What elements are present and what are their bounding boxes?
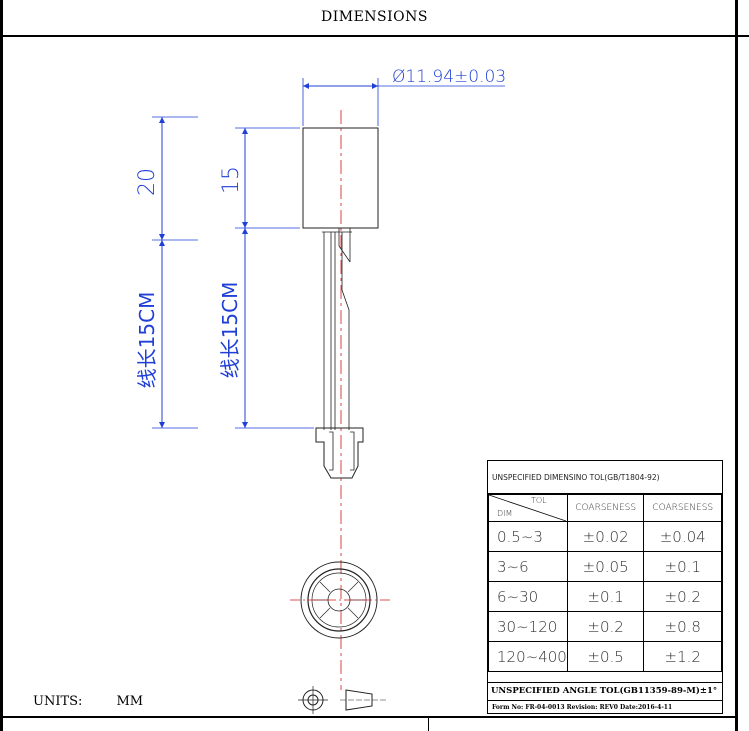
page-title: DIMENSIONS <box>321 9 428 25</box>
table-row: 0.5~3 ±0.02 ±0.04 <box>488 521 722 552</box>
frame-left-border <box>0 0 3 731</box>
dim-range-cell: 3~6 <box>488 551 568 582</box>
tolerance-cell: ±0.02 <box>566 521 645 552</box>
dimension-15-label: 15 <box>219 166 244 194</box>
dim-range-cell: 6~30 <box>488 581 568 612</box>
tolerance-cell: ±0.1 <box>643 551 722 582</box>
corner-dim-label: DIM <box>497 509 513 518</box>
tolerance-cell: ±0.8 <box>643 611 722 642</box>
plug-housing <box>315 427 364 479</box>
tolerance-cell: ±0.04 <box>643 521 722 552</box>
dim-range-cell: 30~120 <box>488 611 568 642</box>
units-value: MM <box>116 694 144 709</box>
latch-tip <box>338 245 351 263</box>
corner-tol-label: TOL <box>531 496 547 505</box>
dimension-20-label: 20 <box>135 168 160 196</box>
tolerance-table: UNSPECIFIED DIMENSINO TOL(GB/T1804-92) T… <box>487 460 723 714</box>
header-bar: DIMENSIONS <box>0 0 749 37</box>
dimension-diameter-label: Ø11.94±0.03 <box>392 67 506 87</box>
projection-symbol-cone <box>345 689 373 711</box>
tolerance-cell: ±0.05 <box>566 551 645 582</box>
frame-right-border <box>735 0 738 731</box>
dim-range-cell: 0.5~3 <box>488 521 568 552</box>
plug-inner <box>329 431 355 471</box>
connector-body <box>302 127 379 229</box>
form-info-note: Form No: FR-04-0013 Revision: REV0 Date:… <box>488 700 722 714</box>
tolerance-corner-cell: TOL DIM <box>488 494 568 522</box>
angle-tolerance-note: UNSPECIFIED ANGLE TOL(GB11359-89-M)±1° <box>488 682 722 700</box>
tolerance-cell: ±0.5 <box>566 641 645 672</box>
tolerance-cell: ±0.2 <box>643 581 722 612</box>
corner-diagonal <box>489 495 566 521</box>
units-note: UNITS: MM <box>33 694 143 709</box>
wire-outline <box>323 232 350 430</box>
tolerance-grid: TOL DIM COARSENESS COARSENESS 0.5~3 ±0.0… <box>488 494 722 672</box>
end-view-spokes <box>313 581 365 619</box>
frame-bottom-divider <box>428 716 429 731</box>
dimension-wire-length-right: 线长15CM <box>218 282 242 379</box>
tolerance-cell: ±1.2 <box>643 641 722 672</box>
dim-range-cell: 120~400 <box>488 641 568 672</box>
table-row: 30~120 ±0.2 ±0.8 <box>488 611 722 642</box>
table-row: 3~6 ±0.05 ±0.1 <box>488 551 722 582</box>
tolerance-table-caption: UNSPECIFIED DIMENSINO TOL(GB/T1804-92) <box>488 461 722 494</box>
dimension-wire-length-left: 线长15CM <box>135 292 159 389</box>
frame-bottom-border <box>0 716 738 718</box>
tolerance-cell: ±0.2 <box>566 611 645 642</box>
table-row: 120~400 ±0.5 ±1.2 <box>488 641 722 672</box>
units-label: UNITS: <box>33 694 83 709</box>
column-header: COARSENESS <box>566 494 645 522</box>
table-row: 6~30 ±0.1 ±0.2 <box>488 581 722 612</box>
tolerance-cell: ±0.1 <box>566 581 645 612</box>
column-header: COARSENESS <box>643 494 722 522</box>
tolerance-header-row: TOL DIM COARSENESS COARSENESS <box>488 494 722 522</box>
